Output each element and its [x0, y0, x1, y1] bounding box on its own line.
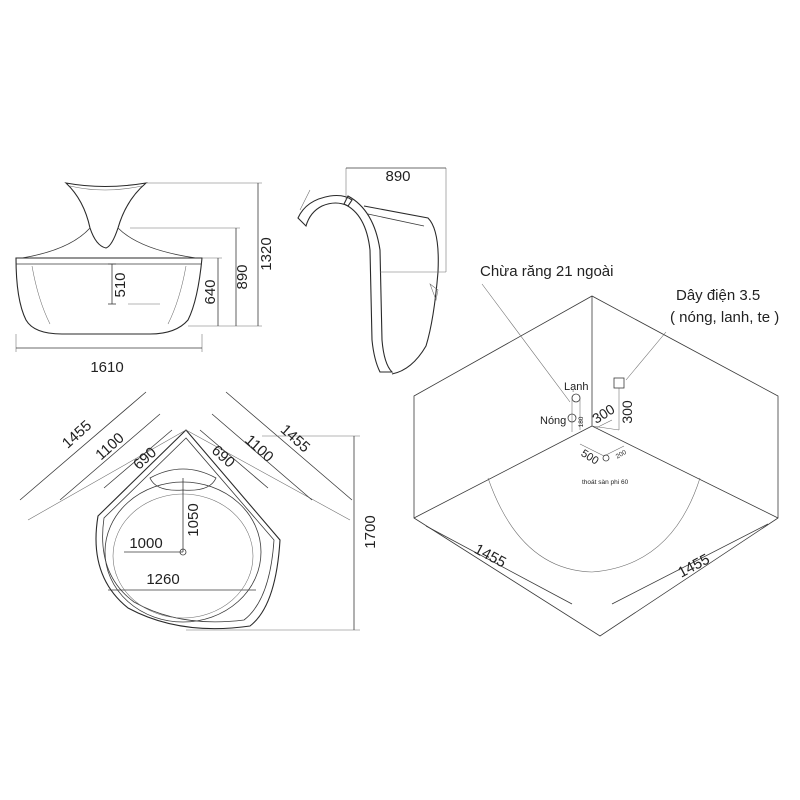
plan-inner-height-label: 1050: [185, 503, 202, 536]
install-offset-d-label: 200: [615, 449, 628, 461]
side-elevation-view: 890: [297, 167, 447, 375]
install-tub-footprint: [487, 477, 701, 573]
plan-inner-left-label: 1100: [92, 430, 127, 464]
plan-side-left-label: 1455: [59, 417, 95, 452]
plan-bowl-width-label: 1260: [146, 571, 179, 588]
install-drain-label: thoát sàn phi 60: [582, 479, 629, 486]
side-depth-label: 890: [385, 168, 410, 185]
plan-diagonal-label: 1700: [362, 515, 379, 548]
install-offset-c-label: 500: [579, 448, 601, 468]
install-offset-b-label: 300: [619, 400, 635, 424]
plan-seat-left-label: 690: [130, 444, 160, 473]
install-offset-a-label: 300: [589, 401, 617, 427]
install-wall-left-label: 1455: [471, 541, 508, 572]
install-cold-label: Lạnh: [564, 381, 588, 393]
install-drain-icon: [602, 454, 610, 462]
front-width-label: 1610: [90, 359, 123, 376]
plan-inner-right-label: 1100: [241, 432, 276, 466]
plan-outer-shell: [95, 429, 281, 630]
install-hot-label: Nóng: [540, 415, 566, 427]
install-power-label-line2: ( nóng, lanh, te ): [670, 309, 779, 326]
install-power-outlet-icon: [613, 377, 625, 389]
side-tub-profile: [363, 205, 439, 375]
front-tub-body: [15, 257, 203, 335]
front-tub-height-label: 640: [202, 279, 219, 304]
side-back-panel: [343, 195, 394, 373]
plan-view: 1455 1100 690 690 1100 1455 1050 1000 12…: [19, 391, 379, 631]
install-wall-right-label: 1455: [675, 551, 712, 582]
front-inner-depth-label: 510: [112, 272, 129, 297]
front-pillow-height-label: 890: [234, 264, 251, 289]
install-fitting-label: Chừa răng 21 ngoài: [480, 263, 613, 280]
install-cold-pipe-icon: [571, 393, 581, 403]
front-total-height-label: 1320: [258, 237, 275, 270]
install-hot-pipe-icon: [567, 413, 577, 423]
plan-headrest: [149, 468, 217, 491]
install-power-label-line1: Dây điện 3.5: [676, 287, 760, 304]
front-headrest: [64, 182, 148, 249]
side-spout: [297, 194, 353, 228]
install-pipe-height-label: 180: [578, 416, 585, 427]
installation-view: Chừa răng 21 ngoài Dây điện 3.5 ( nóng, …: [413, 263, 779, 637]
plan-inner-width-label: 1000: [129, 535, 162, 552]
front-elevation-view: 1610 510 640 890 1320: [15, 182, 275, 376]
install-room-outline: [413, 295, 779, 637]
plan-seat-right-label: 690: [208, 442, 238, 471]
